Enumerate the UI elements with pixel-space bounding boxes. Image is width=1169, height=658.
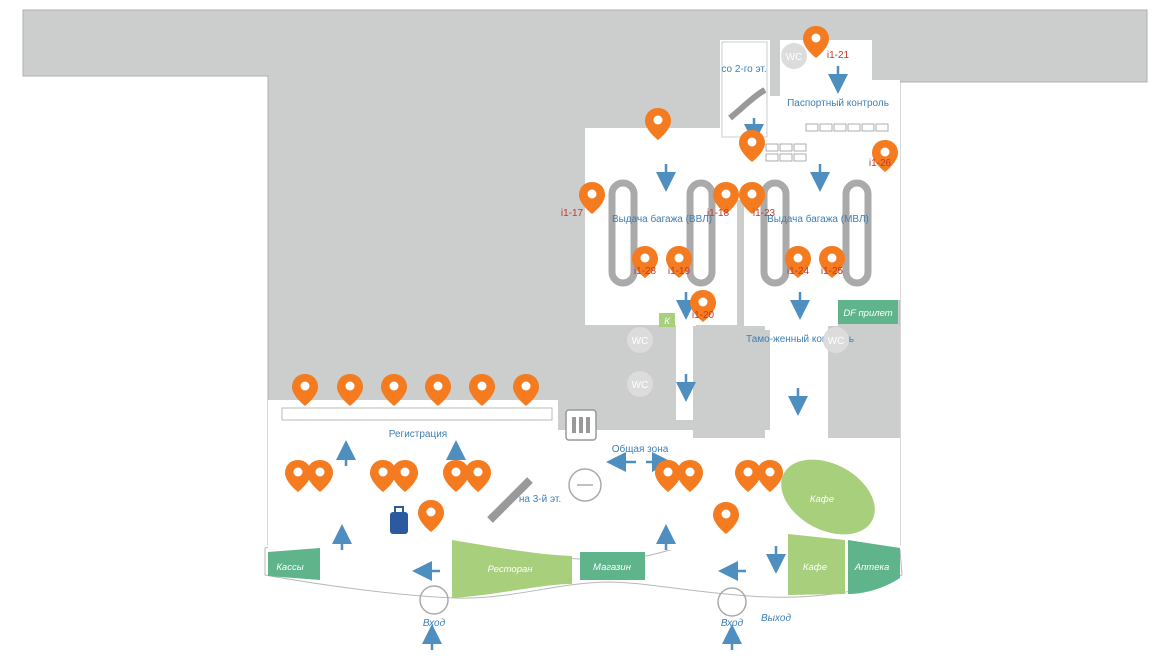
baggage-mvl-label: Выдача багажа (МВЛ) (767, 213, 869, 225)
customs-label: Тамо-женный контроль (746, 334, 854, 345)
cafe-bottom (788, 534, 845, 595)
svg-text:i1-23: i1-23 (753, 208, 776, 219)
df-arrival-label: DF прилет (843, 308, 892, 319)
baggage-carousels (608, 179, 872, 287)
svg-text:WC: WC (632, 380, 649, 391)
cafe-top (781, 459, 875, 535)
entrance-1-icon (419, 585, 449, 615)
df-arrival (838, 300, 898, 324)
checkin-label: Регистрация (389, 429, 447, 440)
svg-text:i1-26: i1-26 (869, 158, 892, 169)
to-3rd-label: на 3-й эт. (519, 494, 561, 505)
wc-3: WC (627, 371, 653, 397)
wc-2: WC (627, 327, 653, 353)
svg-text:i1-17: i1-17 (561, 208, 584, 219)
from-2nd-label: со 2-го эт. (721, 64, 766, 75)
flow-arrows (332, 66, 848, 650)
shop-label: Магазин (593, 562, 632, 573)
kiosk-label: К (664, 316, 671, 327)
entrance-2-label: Вход (721, 618, 744, 629)
wc-4: WC (823, 327, 849, 353)
escalator-icon (728, 87, 767, 121)
customs-area (770, 325, 828, 440)
entrance-1-label: Вход (423, 618, 446, 629)
svg-text:i1-20: i1-20 (692, 310, 715, 321)
revolving-icon (568, 468, 602, 502)
pin-codes: i1-21 i1-17 i1-18 i1-23 i1-28 i1-19 i1-2… (561, 50, 892, 321)
passport-control-label: Паспортный контроль (787, 98, 889, 109)
common-zone-label: Общая зона (612, 443, 669, 455)
pharmacy (848, 540, 900, 594)
partition (737, 200, 744, 328)
passport-booths (765, 123, 889, 162)
svg-text:i1-25: i1-25 (821, 266, 844, 277)
wc-1: WC (781, 43, 807, 69)
checkin-counters (281, 407, 553, 421)
exit-label: Выход (761, 613, 791, 624)
svg-text:i1-28: i1-28 (634, 266, 657, 277)
escalator-from-2nd (721, 41, 768, 138)
kiosk (659, 313, 675, 327)
inner-block (693, 326, 765, 438)
restaurant (452, 540, 572, 598)
kassy (268, 548, 320, 580)
cafe-top-label: Кафе (810, 494, 834, 505)
kassy-label: Кассы (276, 562, 303, 573)
svg-text:i1-21: i1-21 (827, 50, 850, 61)
svg-text:i1-19: i1-19 (668, 266, 691, 277)
lift-icon (565, 409, 597, 441)
entrance-2-icon (717, 587, 747, 617)
svg-text:WC: WC (786, 52, 803, 63)
escalator-up-icon (487, 477, 533, 523)
cafe-bottom-label: Кафе (803, 562, 827, 573)
svg-text:WC: WC (632, 336, 649, 347)
svg-text:WC: WC (828, 336, 845, 347)
shop (580, 552, 645, 580)
svg-text:i1-18: i1-18 (707, 208, 730, 219)
pharmacy-label: Аптека (854, 562, 890, 573)
svg-text:i1-24: i1-24 (787, 266, 810, 277)
luggage-icon (390, 506, 408, 534)
baggage-vvl-label: Выдача багажа (ВВЛ) (612, 213, 712, 225)
restaurant-label: Ресторан (487, 564, 533, 575)
